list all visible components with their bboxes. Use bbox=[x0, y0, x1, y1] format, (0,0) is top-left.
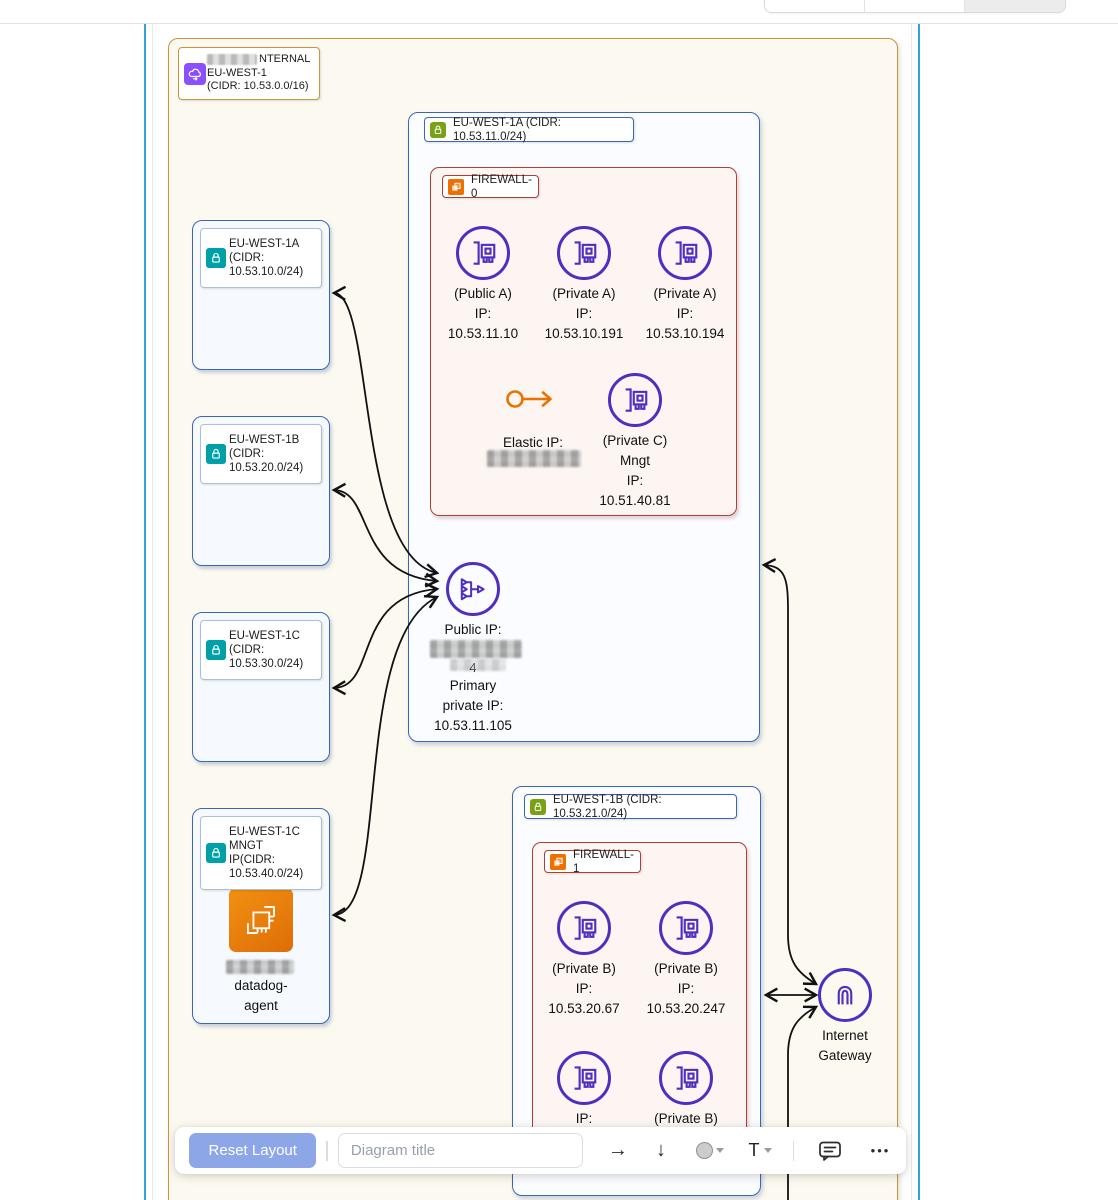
private-subnet-icon bbox=[206, 843, 226, 863]
chevron-down-icon bbox=[716, 1148, 725, 1153]
private-subnet-icon bbox=[206, 444, 226, 464]
eni-bottom-right[interactable]: (Private B) bbox=[631, 1051, 741, 1129]
reset-layout-button[interactable]: Reset Layout bbox=[189, 1133, 317, 1168]
left-margin-guide bbox=[152, 24, 153, 1200]
firewall-1-label[interactable]: FIREWALL-1 bbox=[544, 849, 641, 875]
firewall-icon bbox=[448, 178, 464, 195]
comment-tool[interactable] bbox=[804, 1140, 855, 1162]
router-fanout-icon bbox=[446, 562, 500, 616]
container-task-icon bbox=[229, 888, 293, 952]
datadog-agent-node[interactable]: datadog- agent bbox=[206, 888, 316, 1016]
network-interface-icon bbox=[557, 901, 611, 955]
network-interface-icon bbox=[659, 1051, 713, 1105]
network-interface-icon bbox=[658, 226, 712, 280]
tab-document[interactable]: Document bbox=[765, 0, 865, 12]
chevron-down-icon bbox=[763, 1148, 772, 1153]
eni-private-a2[interactable]: (Private A)IP:10.53.10.194 bbox=[630, 226, 740, 344]
redacted-public-ip bbox=[430, 640, 522, 658]
network-interface-icon bbox=[557, 226, 611, 280]
private-subnet-icon bbox=[206, 640, 226, 660]
eni-bottom-left[interactable]: IP: bbox=[529, 1051, 639, 1129]
redacted-public-ip-2 bbox=[450, 659, 506, 671]
toolbar-divider bbox=[326, 1140, 328, 1161]
firewall-icon bbox=[550, 853, 566, 870]
vpc-router-node[interactable]: Public IP: 4 Primary private IP: 10.53.1… bbox=[418, 562, 528, 736]
subnet-left-1a-label[interactable]: EU-WEST-1A(CIDR:10.53.10.0/24) bbox=[200, 228, 322, 288]
color-swatch-icon bbox=[696, 1142, 714, 1159]
network-interface-icon bbox=[608, 373, 662, 427]
vpc-label[interactable]: NTERNAL EU-WEST-1 (CIDR: 10.53.0.0/16) bbox=[178, 47, 320, 100]
right-arrow-icon: → bbox=[607, 1139, 628, 1161]
comment-icon bbox=[818, 1141, 841, 1161]
top-bar: Document Both Canvas bbox=[0, 0, 1118, 24]
toolbar-divider bbox=[792, 1140, 795, 1161]
text-tool[interactable]: T bbox=[737, 1140, 782, 1161]
network-interface-icon bbox=[659, 901, 713, 955]
private-subnet-icon bbox=[206, 248, 226, 268]
down-arrow-icon: ↓ bbox=[655, 1139, 666, 1161]
elastic-ip-icon bbox=[506, 390, 552, 408]
left-page-guide bbox=[144, 24, 146, 1200]
diagram-title-input[interactable] bbox=[337, 1133, 583, 1168]
tab-canvas[interactable]: Canvas bbox=[965, 0, 1065, 12]
subnet-eu-west-1b-label[interactable]: EU-WEST-1B (CIDR: 10.53.21.0/24) bbox=[524, 794, 737, 820]
arrow-right-tool[interactable]: → bbox=[596, 1139, 639, 1162]
redacted-text bbox=[207, 53, 257, 65]
eni-private-a1[interactable]: (Private A)IP:10.53.10.191 bbox=[529, 226, 639, 344]
subnet-left-1b-label[interactable]: EU-WEST-1B(CIDR:10.53.20.0/24) bbox=[200, 424, 322, 484]
color-picker[interactable] bbox=[683, 1142, 738, 1159]
internet-gateway-icon bbox=[818, 968, 872, 1022]
right-margin-guide bbox=[911, 24, 912, 1200]
tab-both[interactable]: Both bbox=[865, 0, 965, 12]
firewall-0-box[interactable] bbox=[430, 167, 737, 516]
eni-public-a[interactable]: (Public A)IP:10.53.11.10 bbox=[428, 226, 538, 344]
public-subnet-icon bbox=[430, 121, 446, 138]
network-interface-icon bbox=[456, 226, 510, 280]
redacted-datadog bbox=[226, 960, 294, 974]
firewall-1-box[interactable] bbox=[532, 842, 747, 1160]
vpc-label-text: NTERNAL EU-WEST-1 (CIDR: 10.53.0.0/16) bbox=[207, 53, 311, 93]
view-switcher: Document Both Canvas bbox=[764, 0, 1066, 13]
subnet-eu-west-1a-label[interactable]: EU-WEST-1A (CIDR: 10.53.11.0/24) bbox=[424, 117, 634, 143]
canvas-toolbar: Reset Layout → ↓ T ••• bbox=[175, 1127, 906, 1174]
elastic-ip-node[interactable]: Elastic IP: bbox=[478, 384, 588, 453]
more-options-button[interactable]: ••• bbox=[870, 1143, 891, 1158]
firewall-0-label[interactable]: FIREWALL-0 bbox=[442, 174, 539, 200]
network-interface-icon bbox=[557, 1051, 611, 1105]
vpc-icon bbox=[184, 62, 206, 85]
right-page-guide bbox=[918, 24, 920, 1200]
arrow-down-tool[interactable]: ↓ bbox=[639, 1139, 682, 1162]
eni-private-b2[interactable]: (Private B)IP:10.53.20.247 bbox=[631, 901, 741, 1019]
redacted-elastic-ip bbox=[487, 450, 581, 467]
public-subnet-icon bbox=[530, 798, 546, 815]
subnet-left-1c-label[interactable]: EU-WEST-1C(CIDR:10.53.30.0/24) bbox=[200, 620, 322, 680]
eni-private-b1[interactable]: (Private B)IP:10.53.20.67 bbox=[529, 901, 639, 1019]
